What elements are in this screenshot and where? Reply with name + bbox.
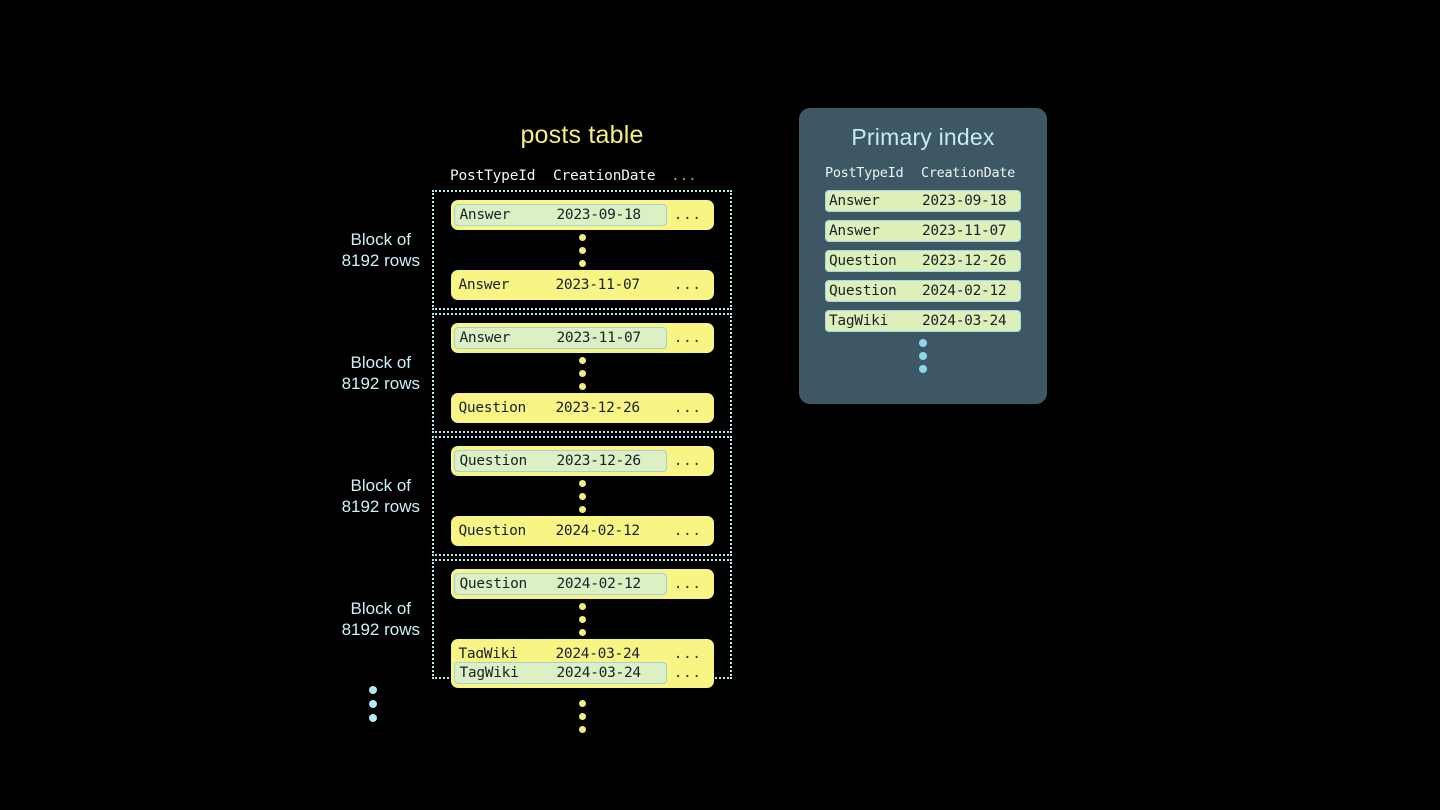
column-header-post-type-id: PostTypeId (450, 168, 536, 184)
cell-post-type-id: TagWiki (459, 665, 519, 681)
cell-creation-date: 2024-03-24 (922, 313, 1007, 329)
cell-creation-date: 2024-03-24 (556, 665, 642, 681)
block-label-line-2: 8192 rows (341, 251, 420, 270)
cell-post-type-id: Answer (829, 193, 880, 209)
cell-post-type-id: Answer (459, 330, 511, 346)
cell-post-type-id: Question (829, 253, 897, 269)
vertical-ellipsis-icon (434, 230, 730, 270)
block-label-line-2: 8192 rows (341, 497, 420, 516)
table-row: TagWiki 2024-03-24 ... (450, 658, 714, 688)
cell-creation-date: 2024-02-12 (556, 576, 642, 592)
row-highlight-box: TagWiki 2024-03-24 (453, 662, 667, 684)
table-row: Answer 2023-11-07 ... (450, 323, 714, 353)
block-of-rows: Block of 8192 rows Question 2023-12-26 .… (342, 436, 732, 556)
vertical-ellipsis-icon (434, 476, 730, 516)
block-label: Block of 8192 rows (342, 475, 420, 517)
cell-more: ... (673, 207, 702, 223)
block-label: Block of 8192 rows (342, 352, 420, 394)
row-cells: Question 2023-12-26 (454, 397, 665, 419)
posts-table-column-headers: PostTypeId CreationDate ... (450, 166, 713, 186)
cell-creation-date: 2023-11-07 (556, 330, 642, 346)
table-row: Answer 2023-09-18 ... (450, 200, 714, 230)
cell-post-type-id: Answer (829, 223, 880, 239)
primary-index-rows: Answer 2023-09-18 Answer 2023-11-07 Ques… (825, 190, 1021, 332)
cell-creation-date: 2023-11-07 (922, 223, 1007, 239)
cell-post-type-id: Question (459, 576, 528, 592)
column-header-more: ... (671, 168, 697, 184)
row-cells: Answer 2023-11-07 (454, 274, 665, 296)
cell-creation-date: 2024-02-12 (555, 523, 641, 539)
cell-more: ... (673, 400, 702, 416)
vertical-ellipsis-icon (434, 353, 730, 393)
row-cells: Question 2024-02-12 (454, 520, 665, 542)
row-highlight-box: Question 2023-12-26 (453, 450, 667, 472)
list-item: Question 2024-02-12 (825, 280, 1021, 302)
cell-more: ... (673, 665, 702, 681)
cell-more: ... (673, 453, 702, 469)
cell-more: ... (673, 277, 702, 293)
cell-more: ... (673, 523, 702, 539)
block-label-line-1: Block of (350, 599, 412, 618)
cell-post-type-id: Question (458, 523, 527, 539)
block-label: Block of 8192 rows (342, 229, 420, 271)
list-item: Question 2023-12-26 (825, 250, 1021, 272)
cell-post-type-id: Question (829, 283, 897, 299)
vertical-ellipsis-icon (434, 599, 730, 639)
cell-creation-date: 2023-12-26 (922, 253, 1007, 269)
table-row: Question 2023-12-26 ... (450, 446, 714, 476)
block-label-line-2: 8192 rows (341, 374, 420, 393)
column-header-post-type-id: PostTypeId (825, 165, 904, 181)
cell-creation-date: 2023-12-26 (555, 400, 641, 416)
table-row: Question 2024-02-12 ... (450, 569, 714, 599)
list-item: Answer 2023-09-18 (825, 190, 1021, 212)
list-item: Answer 2023-11-07 (825, 220, 1021, 242)
blocks-continuation-ellipsis-icon (369, 686, 377, 722)
row-highlight-box: Question 2024-02-12 (453, 573, 667, 595)
column-header-creation-date: CreationDate (553, 168, 656, 184)
block-of-rows: Block of 8192 rows Answer 2023-11-07 ...… (342, 313, 732, 433)
cell-creation-date: 2023-12-26 (556, 453, 642, 469)
cell-more: ... (673, 330, 702, 346)
primary-index-ellipsis-icon (799, 339, 1047, 373)
cell-creation-date: 2023-09-18 (922, 193, 1007, 209)
block-label-line-1: Block of (350, 353, 412, 372)
list-item: TagWiki 2024-03-24 (825, 310, 1021, 332)
row-highlight-box: Answer 2023-09-18 (453, 204, 667, 226)
block-label: Block of 8192 rows (342, 598, 420, 640)
table-row: Question 2024-02-12 ... (450, 516, 714, 546)
block-label-line-1: Block of (350, 230, 412, 249)
primary-index-column-headers: PostTypeId CreationDate (825, 165, 1021, 181)
primary-index-title: Primary index (851, 124, 995, 150)
row-highlight-box: Answer 2023-11-07 (453, 327, 667, 349)
cell-more: ... (673, 576, 702, 592)
cell-creation-date: 2023-11-07 (555, 277, 641, 293)
cell-post-type-id: Question (458, 400, 527, 416)
column-header-creation-date: CreationDate (921, 165, 1015, 181)
cell-post-type-id: Answer (458, 277, 510, 293)
block-of-rows: Block of 8192 rows Answer 2023-09-18 ...… (342, 190, 732, 310)
posts-table-blocks: Block of 8192 rows Answer 2023-09-18 ...… (342, 190, 732, 679)
posts-table-title: posts table (520, 121, 644, 149)
cell-creation-date: 2024-02-12 (922, 283, 1007, 299)
cell-post-type-id: TagWiki (829, 313, 889, 329)
vertical-ellipsis-icon (432, 696, 732, 736)
table-row: Question 2023-12-26 ... (450, 393, 714, 423)
block-label-line-2: 8192 rows (341, 620, 420, 639)
primary-index-panel: Primary index PostTypeId CreationDate An… (799, 108, 1047, 404)
table-row: Answer 2023-11-07 ... (450, 270, 714, 300)
cell-post-type-id: Question (459, 453, 528, 469)
trailing-row-group: TagWiki 2024-03-24 ... (432, 658, 732, 736)
block-label-line-1: Block of (350, 476, 412, 495)
cell-post-type-id: Answer (459, 207, 511, 223)
cell-creation-date: 2023-09-18 (556, 207, 642, 223)
